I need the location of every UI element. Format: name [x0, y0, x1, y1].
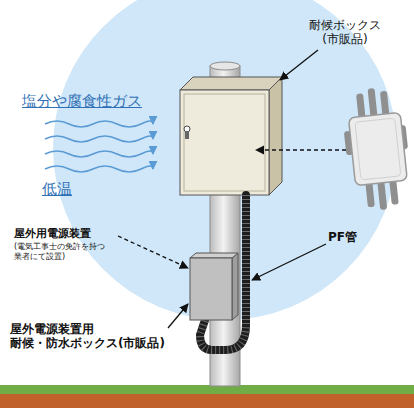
weather-box-part — [185, 131, 189, 139]
access-point — [340, 85, 414, 213]
leader-lines-part — [168, 304, 188, 328]
label-line: (市販品) — [309, 32, 381, 46]
label-line: 業者にて設置) — [14, 252, 105, 262]
access-point-part — [368, 88, 378, 119]
power-box-part — [190, 253, 238, 258]
leader-lines — [118, 50, 346, 328]
weather-box-part — [180, 90, 269, 195]
callout-label: 耐候ボックス (市販品) — [309, 18, 381, 47]
leader-lines-part — [280, 50, 318, 80]
power-box-part — [190, 258, 232, 320]
label-line: 屋外電源装置用 — [10, 322, 165, 336]
weather-box-part — [269, 77, 282, 195]
environment-label: 低温 — [42, 180, 72, 198]
power-box-part — [232, 253, 238, 320]
wind-arrows-part — [45, 121, 153, 127]
leader-lines-part — [252, 244, 326, 280]
label-line: PF管 — [328, 230, 357, 244]
access-point-part — [348, 112, 407, 185]
wind-arrows-part — [45, 151, 153, 157]
access-point-part — [355, 118, 401, 180]
label-line: 屋外用電源装置 — [14, 227, 91, 240]
label-line: 耐候・防水ボックス(市販品) — [10, 336, 165, 350]
label-line: (電気工事士の免許を持つ — [14, 242, 105, 252]
leader-lines-part — [256, 149, 346, 150]
wind-arrows-part — [45, 136, 153, 142]
wind-arrows — [45, 121, 153, 172]
note-label: (電気工事士の免許を持つ 業者にて設置) — [14, 242, 105, 261]
ground-part — [0, 385, 414, 394]
callout-label: 屋外用電源装置 — [14, 227, 91, 240]
callout-label: 屋外電源装置用 耐候・防水ボックス(市販品) — [10, 322, 165, 351]
label-line: 低温 — [42, 180, 72, 198]
ground — [0, 385, 414, 408]
weather-box-part — [184, 94, 265, 191]
leader-lines-part — [118, 236, 188, 268]
access-point-part — [377, 180, 387, 211]
weather-box-part — [180, 77, 282, 90]
weather-box — [180, 77, 282, 195]
wind-arrows-part — [45, 166, 153, 172]
pole-part — [210, 62, 240, 70]
power-box — [190, 253, 238, 320]
label-line: 塩分や腐食性ガス — [22, 92, 142, 110]
callout-label: PF管 — [328, 230, 357, 244]
environment-zone — [53, 0, 397, 320]
ground-part — [0, 394, 414, 408]
environment-label: 塩分や腐食性ガス — [22, 92, 142, 110]
label-line: 耐候ボックス — [309, 18, 381, 32]
